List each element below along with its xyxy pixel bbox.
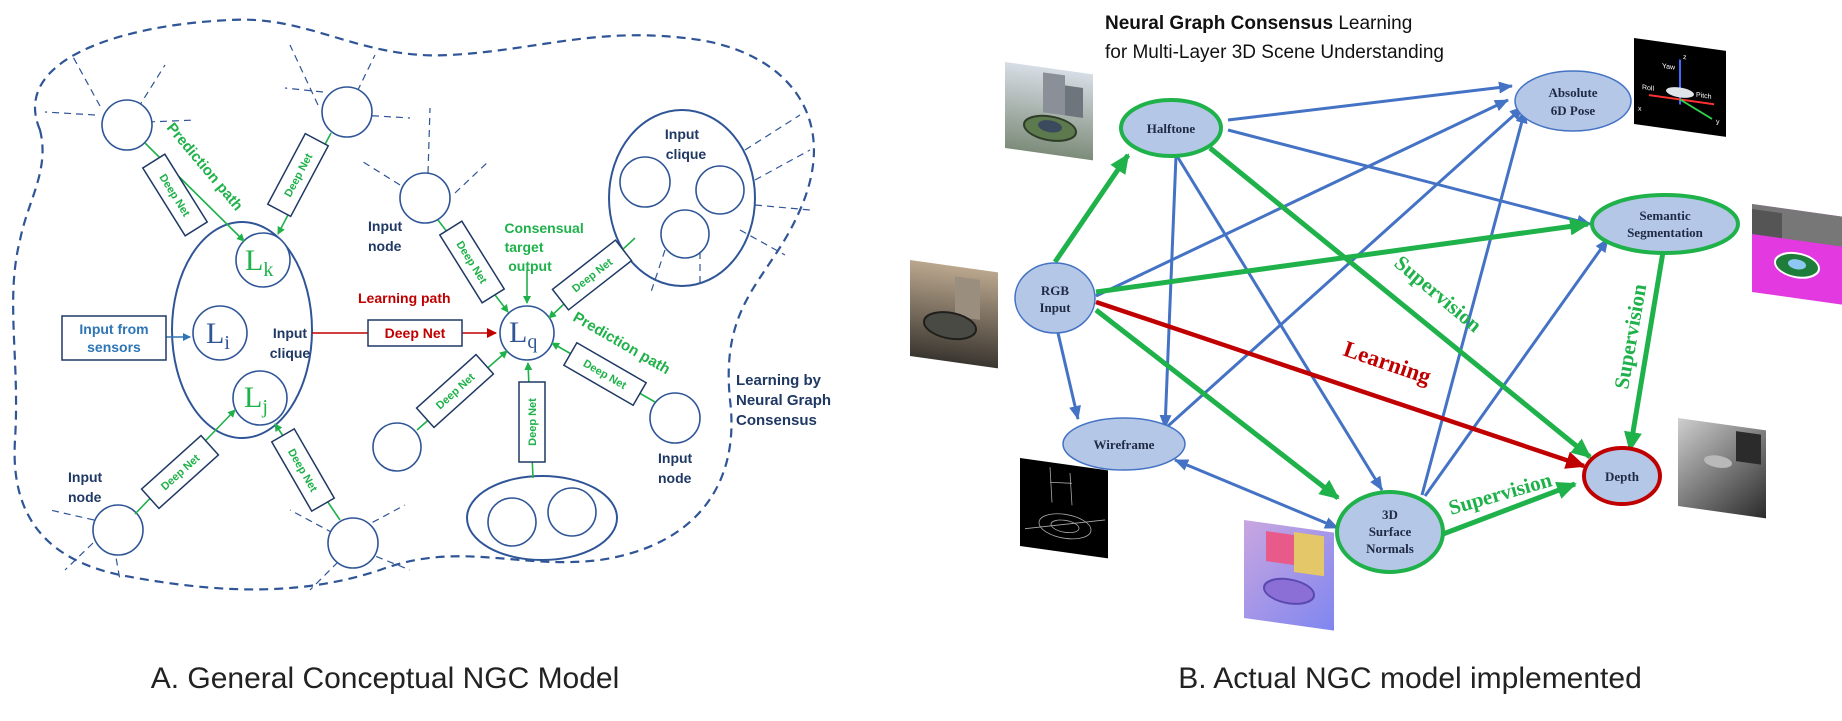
svg-text:z: z [1683,54,1687,62]
thumb-wireframe [1020,458,1108,559]
dashed-spokes [44,44,811,591]
thumb-halftone [1005,62,1093,161]
learning-label: Learning [1340,336,1434,389]
node-input [399,172,451,224]
thumb-rgb [910,260,998,369]
node-right-input [649,392,701,444]
node-li [192,305,248,361]
math-li: Li [206,317,230,354]
node-lq [499,305,555,361]
supervision-label-diagonal: Supervision [1390,250,1487,337]
panel-a: Lk Li Lj Lq Deep Net Deep Net Deep Net D… [12,18,831,695]
main-input-clique [171,221,313,439]
input-clique-right [608,109,756,287]
blue-edges [1056,81,1610,530]
node-lk [235,232,291,288]
svg-text:Deep Net: Deep Net [527,398,539,446]
svg-text:Wireframe: Wireframe [1094,437,1155,452]
panel-b: Neural Graph Consensus Learning for Mult… [910,13,1842,695]
thumb-normals [1244,520,1334,631]
node-top-mid [321,86,373,138]
learning-path-label: Learning path [358,290,451,306]
node-top-left [101,99,153,151]
graph-nodes [92,86,745,569]
clique-node-5 [547,487,597,537]
caption-a: A. General Conceptual NGC Model [151,662,620,695]
math-lj: Lj [244,381,268,418]
clique-node-4 [487,497,537,547]
node-bottom-left [92,504,144,556]
clique-node-1 [619,156,671,208]
math-lk: Lk [245,244,273,281]
sensors-box [61,315,167,361]
input-clique-bottom [466,475,618,561]
sensors-label-1: Input from [79,321,148,337]
clique-node-3 [660,209,710,259]
green-edges [1052,146,1666,537]
consensus-boundary [12,18,816,591]
svg-text:Pitch: Pitch [1696,92,1712,101]
thumb-semantic [1752,204,1842,305]
node-wireframe: Wireframe [1062,417,1186,471]
svg-text:Halftone: Halftone [1147,121,1196,136]
learning-edge [1095,299,1586,469]
deep-net-boxes: Deep Net Deep Net Deep Net Deep Net Deep… [140,132,648,513]
svg-text:Yaw: Yaw [1662,63,1676,72]
svg-text:x: x [1638,106,1642,114]
clique-node-2 [695,165,745,215]
node-bottom-mid [327,517,379,569]
consensual-target-label: Consensual target output [504,220,587,274]
thumb-pose: Yaw Roll Pitch y z x [1634,38,1726,137]
sensors-label-2: sensors [87,339,141,355]
node-depth: Depth [1582,446,1662,506]
node-lj [232,370,288,426]
svg-text:Roll: Roll [1642,84,1654,93]
node-halftone: Halftone [1119,98,1223,158]
node-lower-left [372,422,422,472]
deep-net-learning: Deep Net [385,325,446,341]
svg-text:y: y [1716,119,1720,127]
panel-b-title: Neural Graph Consensus Learning for Mult… [1105,13,1444,63]
thumb-depth [1678,418,1766,519]
svg-text:Depth: Depth [1605,469,1640,484]
math-lq: Lq [509,316,537,353]
caption-b: B. Actual NGC model implemented [1178,662,1642,695]
